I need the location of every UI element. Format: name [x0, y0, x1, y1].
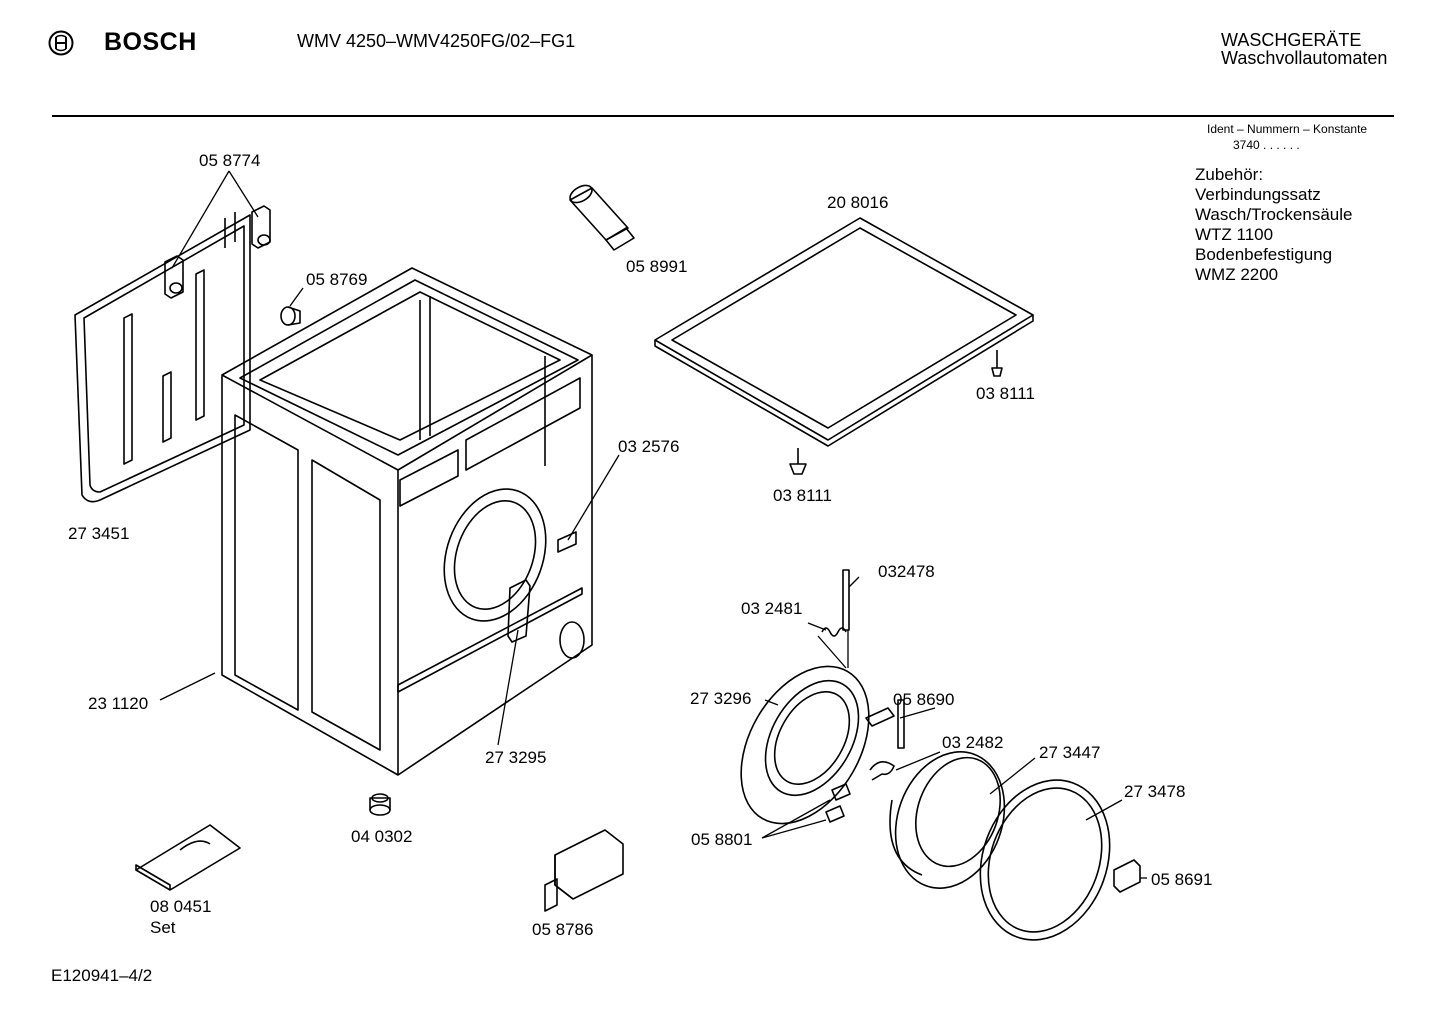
bosch-logo-icon — [48, 30, 74, 56]
door-handle-drawing — [1113, 859, 1141, 893]
category-subtitle: Waschvollautomaten — [1221, 48, 1388, 68]
stopper-drawing — [280, 306, 301, 326]
accessory-item: WMZ 2200 — [1195, 265, 1279, 284]
shim-plate-drawing — [135, 824, 241, 891]
category-title: WASCHGERÄTE — [1221, 30, 1362, 50]
part-label: 27 3451 — [68, 524, 129, 543]
part-label: 05 8769 — [306, 270, 367, 289]
spring-drawing — [821, 627, 847, 637]
part-label: 20 8016 — [827, 193, 888, 212]
accessory-item: Bodenbefestigung — [1195, 245, 1333, 264]
hinge-drawing — [507, 579, 531, 643]
part-label: 27 3478 — [1124, 782, 1185, 801]
part-label: 27 3447 — [1039, 743, 1100, 762]
hook-drawing — [869, 761, 895, 781]
catch-drawing — [557, 531, 577, 553]
hinge-pin-drawing — [842, 569, 850, 631]
part-label: 032478 — [878, 562, 935, 581]
hose-fitting-drawing — [569, 184, 635, 251]
part-label: 03 2481 — [741, 599, 802, 618]
part-label: 03 2576 — [618, 437, 679, 456]
door-outer-ring-drawing — [979, 779, 1111, 941]
accessories-heading: Zubehör: — [1195, 165, 1264, 184]
brand-name: BOSCH — [104, 28, 197, 56]
bracket-drawing — [164, 205, 271, 299]
part-label: 03 2482 — [942, 733, 1003, 752]
part-label: 05 8786 — [532, 920, 593, 939]
part-label: 03 8111 — [976, 384, 1035, 403]
part-label: 05 8801 — [691, 830, 752, 849]
top-cover-drawing — [654, 217, 1034, 447]
part-label: 23 1120 — [88, 694, 148, 713]
rear-panel-drawing — [74, 212, 251, 503]
accessory-item: Wasch/Trockensäule — [1195, 205, 1353, 224]
part-label: 05 8991 — [626, 257, 687, 276]
foot-drawing — [369, 793, 391, 816]
screw-drawing — [789, 350, 1003, 475]
ident-value: 3740 . . . . . . — [1233, 138, 1300, 152]
part-label: 05 8690 — [893, 690, 954, 709]
part-label: Set — [150, 918, 176, 937]
accessories-list: Zubehör: Verbindungssatz Wasch/Trockensä… — [1195, 165, 1352, 285]
ident-label: Ident – Nummern – Konstante — [1207, 122, 1368, 136]
part-label: 03 8111 — [773, 486, 832, 505]
door-glass-drawing — [889, 751, 1006, 889]
drawing-reference: E120941–4/2 — [51, 966, 153, 985]
cabinet-drawing — [221, 267, 593, 776]
part-label: 04 0302 — [351, 827, 412, 846]
part-label: 08 0451 — [150, 897, 211, 916]
door-hinge-drawing — [865, 699, 905, 749]
clip-drawing — [825, 783, 851, 823]
header-divider — [52, 115, 1394, 117]
part-label: 05 8774 — [199, 151, 260, 170]
leader-lines — [159, 170, 1147, 879]
part-label: 27 3295 — [485, 748, 546, 767]
part-label: 27 3296 — [690, 689, 751, 708]
accessory-item: Verbindungssatz — [1195, 185, 1321, 204]
part-label: 05 8691 — [1151, 870, 1212, 889]
accessory-item: WTZ 1100 — [1195, 225, 1274, 244]
model-number: WMV 4250–WMV4250FG/02–FG1 — [297, 31, 576, 51]
door-lock-drawing — [544, 829, 624, 912]
door-inner-frame-drawing — [740, 665, 870, 825]
